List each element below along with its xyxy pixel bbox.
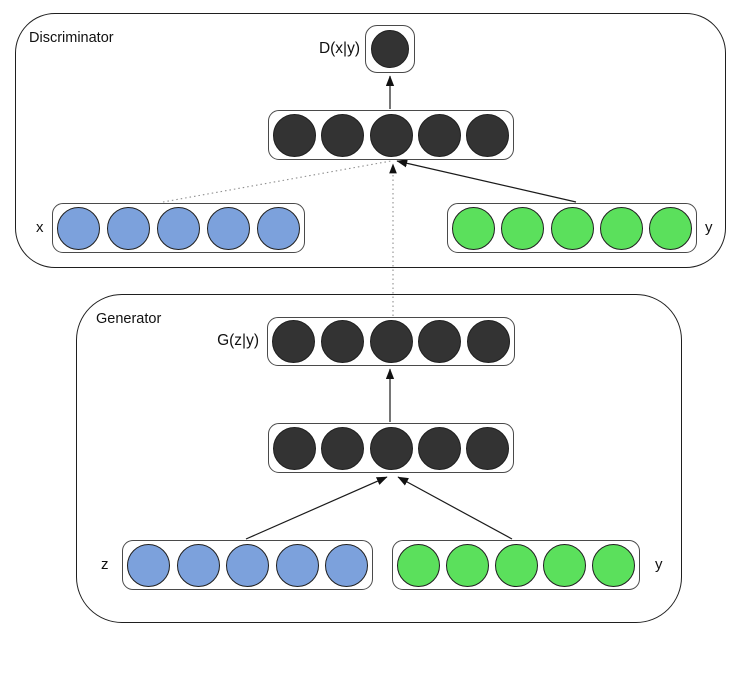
edge-gen-z-to-gen-hidden: [245, 476, 388, 540]
neuron-circle: [417, 113, 461, 157]
neuron-circle: [466, 113, 509, 157]
generator-title: Generator: [96, 311, 162, 327]
neuron-circle: [320, 320, 364, 363]
neuron-circle: [418, 320, 462, 363]
generator-output-layer: [267, 317, 515, 366]
neuron-circle: [466, 426, 509, 470]
neuron-circle: [275, 543, 319, 587]
neuron-circle: [369, 113, 413, 157]
neuron-circle: [176, 543, 220, 587]
generator-input-y-layer: [392, 540, 640, 590]
generator-hidden-layer: [268, 423, 514, 473]
neuron-circle: [445, 543, 489, 587]
generator-output-label: G(z|y): [217, 332, 259, 349]
discriminator-hidden-layer: [268, 110, 514, 160]
neuron-circle: [107, 206, 150, 250]
neuron-circle: [369, 426, 413, 470]
input-x-label: x: [36, 219, 44, 236]
neuron-circle: [321, 426, 365, 470]
neuron-circle: [494, 543, 538, 587]
input-z-label: z: [101, 556, 109, 573]
neuron-circle: [325, 543, 368, 587]
neuron-circle: [273, 113, 316, 157]
neuron-circle: [207, 206, 250, 250]
neuron-circle: [369, 320, 413, 363]
input-y-top-label: y: [705, 219, 713, 236]
neuron-circle: [157, 206, 200, 250]
discriminator-output-node-box: [365, 25, 415, 73]
neuron-circle: [397, 543, 440, 587]
discriminator-title: Discriminator: [29, 30, 114, 46]
generator-input-z-layer: [122, 540, 373, 590]
neuron-circle: [452, 206, 495, 250]
neuron-circle: [467, 320, 510, 363]
neuron-circle: [257, 206, 300, 250]
discriminator-input-x-layer: [52, 203, 305, 253]
neuron-circle: [592, 543, 635, 587]
edge-disc-y-to-disc-hidden: [396, 159, 577, 203]
neuron-circle: [272, 320, 315, 363]
neuron-circle: [543, 543, 587, 587]
neuron-circle: [371, 30, 409, 68]
edge-disc-x-to-disc-hidden: [162, 160, 392, 203]
input-y-bottom-label: y: [655, 556, 663, 573]
neuron-circle: [273, 426, 316, 470]
neuron-circle: [649, 206, 692, 250]
edge-gen-y-to-gen-hidden: [397, 476, 513, 540]
neuron-circle: [127, 543, 170, 587]
discriminator-output-label: D(x|y): [318, 40, 360, 57]
neuron-circle: [321, 113, 365, 157]
neuron-circle: [501, 206, 545, 250]
neuron-circle: [417, 426, 461, 470]
neuron-circle: [599, 206, 643, 250]
neuron-circle: [550, 206, 594, 250]
discriminator-input-y-layer: [447, 203, 697, 253]
neuron-circle: [57, 206, 100, 250]
neuron-circle: [226, 543, 269, 587]
